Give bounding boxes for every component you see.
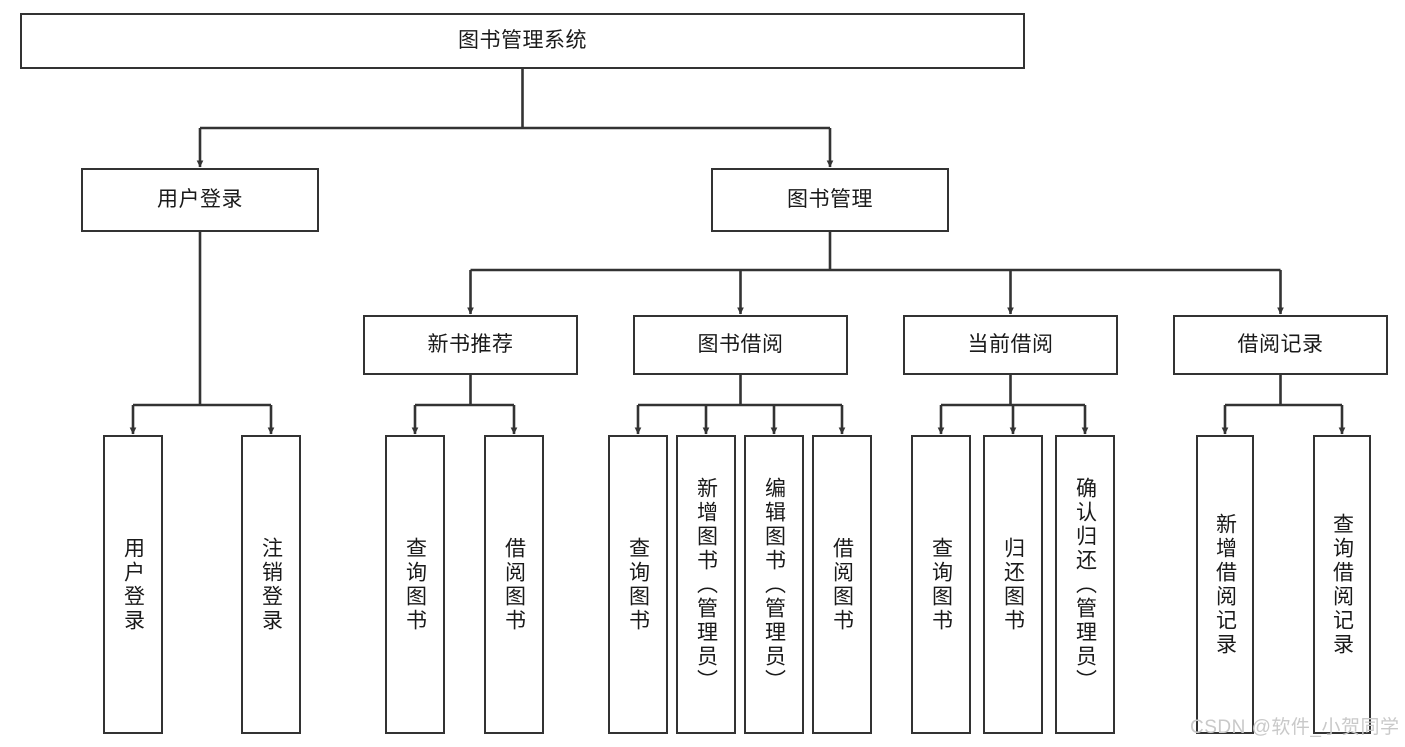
node-label: 用户登录 [121, 536, 145, 633]
node-label: 借阅图书 [502, 536, 526, 633]
node-borrow-record[interactable]: 借阅记录 [1173, 315, 1388, 375]
node-label: 新书推荐 [427, 333, 514, 357]
node-label: 查询图书 [929, 536, 953, 633]
node-label: 图书借阅 [697, 333, 784, 357]
node-label: 图书管理系统 [458, 29, 587, 53]
node-book-borrow[interactable]: 图书借阅 [633, 315, 848, 375]
node-current-borrow[interactable]: 当前借阅 [903, 315, 1118, 375]
node-leaf-query-record[interactable]: 查询借阅记录 [1313, 435, 1371, 734]
node-label: 新增图书（管理员） [694, 476, 718, 693]
node-leaf-confirm-return[interactable]: 确认归还（管理员） [1055, 435, 1115, 734]
node-leaf-return-book[interactable]: 归还图书 [983, 435, 1043, 734]
node-label: 查询图书 [403, 536, 427, 633]
node-label: 用户登录 [157, 188, 243, 212]
node-label: 编辑图书（管理员） [762, 476, 786, 693]
node-leaf-query-book-1[interactable]: 查询图书 [385, 435, 445, 734]
node-label: 新增借阅记录 [1213, 512, 1237, 657]
node-new-book-recommend[interactable]: 新书推荐 [363, 315, 578, 375]
node-leaf-user-logout[interactable]: 注销登录 [241, 435, 301, 734]
node-leaf-user-login[interactable]: 用户登录 [103, 435, 163, 734]
node-label: 图书管理 [787, 188, 873, 212]
node-label: 归还图书 [1001, 536, 1025, 633]
node-leaf-query-book-2[interactable]: 查询图书 [608, 435, 668, 734]
node-leaf-edit-book[interactable]: 编辑图书（管理员） [744, 435, 804, 734]
node-leaf-borrow-book-2[interactable]: 借阅图书 [812, 435, 872, 734]
node-book-manage[interactable]: 图书管理 [711, 168, 949, 232]
node-label: 当前借阅 [967, 333, 1054, 357]
node-label: 查询借阅记录 [1330, 512, 1354, 657]
node-label: 借阅图书 [830, 536, 854, 633]
node-leaf-query-book-3[interactable]: 查询图书 [911, 435, 971, 734]
node-label: 查询图书 [626, 536, 650, 633]
node-leaf-borrow-book-1[interactable]: 借阅图书 [484, 435, 544, 734]
node-leaf-add-record[interactable]: 新增借阅记录 [1196, 435, 1254, 734]
node-user-login[interactable]: 用户登录 [81, 168, 319, 232]
node-label: 注销登录 [259, 536, 283, 633]
node-label: 借阅记录 [1237, 333, 1324, 357]
node-leaf-add-book[interactable]: 新增图书（管理员） [676, 435, 736, 734]
node-root-title[interactable]: 图书管理系统 [20, 13, 1025, 69]
node-label: 确认归还（管理员） [1073, 476, 1097, 693]
